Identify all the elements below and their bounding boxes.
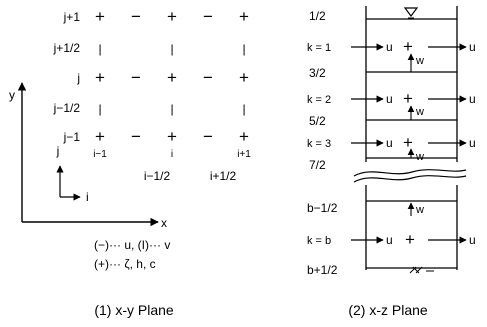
level-label-k-3: k = 3 [307,138,331,150]
velocity-row-k2: u + u w [351,89,476,120]
scalar-point-plus: + [405,230,415,249]
grid-symbol: − [203,7,213,26]
level-label-k-b: k = b [307,235,331,247]
xz-plane-panel: 1/2 k = 1 3/2 k = 2 5/2 k = 3 7/2 b−1/2 … [307,6,476,318]
u-label: u [386,233,393,247]
grid-symbol: + [95,127,105,146]
hatch-mark [409,266,417,274]
legend-line-scalars: (+)··· ζ, h, c [94,257,156,271]
grid-symbol: − [203,127,213,146]
symbol-legend: (−)··· u, (I)··· v (+)··· ζ, h, c [94,238,170,271]
u-label: u [386,92,393,106]
level-label-5-2: 5/2 [309,114,326,128]
grid-symbol: + [167,68,177,87]
scalar-point-plus: + [403,89,413,108]
y-axis-label: y [9,88,15,102]
column-labels: i−1 i i+1 i−1/2 i+1/2 [93,149,251,183]
column-walls [365,6,458,270]
level-label-k-1: k = 1 [307,42,331,54]
staggered-grid-symbols: + − + − + | | | + − + − + | | | + − + − … [95,7,249,146]
u-label: u [469,233,476,247]
u-label: u [469,40,476,54]
level-labels: 1/2 k = 1 3/2 k = 2 5/2 k = 3 7/2 b−1/2 … [307,9,338,277]
row-label-j-minus-half: j−1/2 [53,101,81,115]
seabed-hatching [409,266,434,274]
u-label: u [469,92,476,106]
col-label-i-plus-half: i+1/2 [210,169,237,183]
row-labels: j+1 j+1/2 j j−1/2 j−1 [53,10,81,144]
u-label: u [386,40,393,54]
grid-symbol: | [98,102,101,116]
w-label: w [415,106,424,118]
legend-line-velocity: (−)··· u, (I)··· v [94,238,170,252]
w-label: w [415,55,424,67]
free-surface-icon [403,7,419,19]
axis-break-icon [353,169,467,183]
level-label-b-plus-half: b+1/2 [307,263,338,277]
local-index-axes: j i [56,144,89,204]
free-surface-triangle [403,7,419,17]
hatch-mark [412,266,420,274]
x-axis-label: x [161,216,167,230]
grid-symbol: + [95,7,105,26]
col-label-i-minus-1: i−1 [93,149,107,160]
grid-symbol: + [239,7,249,26]
level-label-k-2: k = 2 [307,94,331,106]
scalar-point-plus: + [403,37,413,56]
row-label-j-plus-half: j+1/2 [53,41,81,55]
col-label-i: i [171,149,173,160]
grid-symbol: | [242,102,245,116]
break-line-lower [353,175,467,183]
col-label-i-plus-1: i+1 [237,149,251,160]
xy-plane-caption: (1) x-y Plane [94,302,174,318]
grid-symbol: | [242,42,245,56]
velocity-row-kb: w u + u [351,202,476,249]
grid-symbol: − [131,127,141,146]
row-label-j: j [76,71,80,85]
local-j-label: j [56,144,60,158]
level-label-3-2: 3/2 [309,66,326,80]
grid-symbol: + [239,127,249,146]
grid-symbol: | [170,102,173,116]
grid-symbol: + [239,68,249,87]
u-label: u [469,136,476,150]
grid-symbol: − [203,68,213,87]
grid-symbol: − [131,68,141,87]
grid-symbol: | [98,42,101,56]
global-axes: y x [9,82,167,230]
col-label-i-minus-half: i−1/2 [144,169,171,183]
grid-symbol: + [167,127,177,146]
velocity-row-k3: u + u w [351,133,476,163]
break-line-upper [353,169,467,177]
xy-plane-panel: j+1 j+1/2 j j−1/2 j−1 + − + − + | | | + … [9,7,251,318]
local-i-label: i [86,190,89,204]
w-label: w [415,151,424,163]
grid-symbol: + [95,68,105,87]
w-label: w [415,204,424,216]
grid-symbol: | [170,42,173,56]
xz-plane-caption: (2) x-z Plane [348,302,428,318]
hatch-mark [415,266,423,274]
velocity-row-k1: u + u w [351,37,476,72]
level-label-1-2: 1/2 [309,9,326,23]
row-label-j-minus-1: j−1 [63,130,81,144]
scalar-point-plus: + [403,133,413,152]
grid-symbol: + [167,7,177,26]
level-label-b-minus-half: b−1/2 [307,201,338,215]
row-label-j-plus-1: j+1 [63,10,81,24]
level-label-7-2: 7/2 [309,158,326,172]
grid-symbol: − [131,7,141,26]
u-label: u [386,136,393,150]
